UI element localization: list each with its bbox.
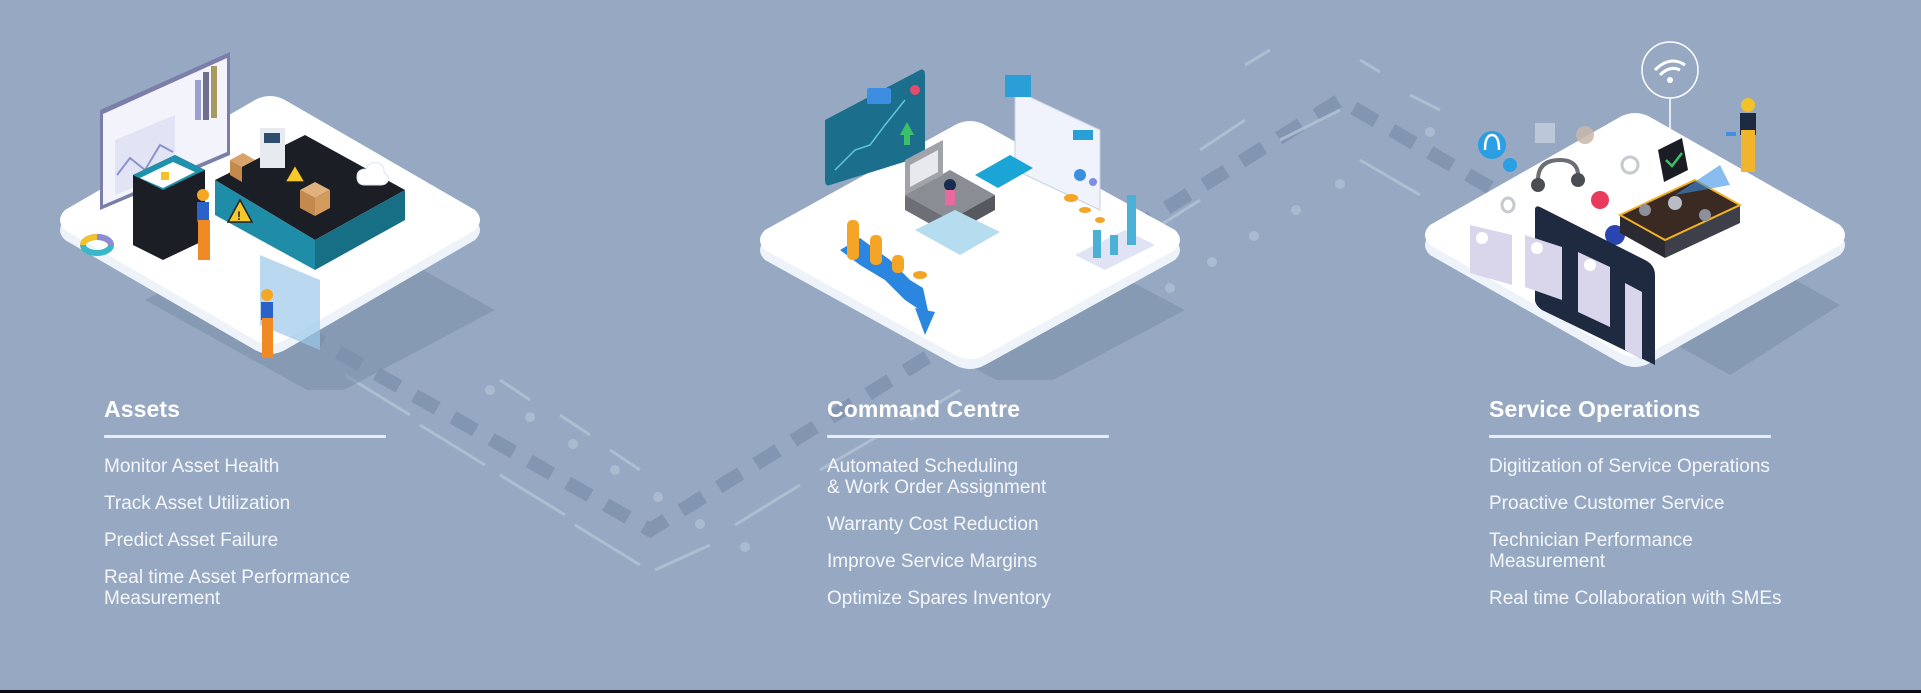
- title-divider: [104, 435, 386, 438]
- cost-reduction-arrow-icon: [840, 238, 935, 335]
- bar-chart-icon: [1075, 195, 1155, 270]
- feature-item: Improve Service Margins: [827, 551, 1038, 572]
- cloud-icon: [356, 162, 389, 186]
- feature-item: Monitor Asset Health: [104, 456, 280, 477]
- calculator-icon: [975, 155, 1033, 188]
- technician-profile-cards-icon: [1470, 206, 1655, 365]
- command-centre-illustration: [760, 69, 1185, 380]
- title-divider: [1489, 435, 1771, 438]
- svg-text:!: !: [237, 209, 241, 223]
- coin-stacks-icon: [847, 194, 1105, 279]
- service-operations-illustration: [1425, 41, 1845, 375]
- section-title: Assets: [104, 396, 181, 422]
- parts-conveyor-icon: [1617, 165, 1743, 258]
- checkmark-display-icon: [1658, 138, 1688, 182]
- feature-list: Monitor Asset Health Track Asset Utiliza…: [104, 456, 386, 609]
- feature-item: Predict Asset Failure: [104, 530, 279, 551]
- growth-dashboard-icon: [825, 69, 925, 186]
- feature-item: Proactive Customer Service: [1489, 493, 1725, 514]
- technician-figure-icon: [1726, 98, 1756, 172]
- donut-chart-icon: [80, 234, 114, 256]
- hologram-panel-icon: [260, 255, 320, 350]
- section-service-operations: Service Operations Digitization of Servi…: [1489, 395, 1782, 625]
- alert-chip-icon: [1591, 191, 1609, 209]
- feature-item: Real time Asset Performance Measurement: [104, 567, 351, 609]
- feature-item: Digitization of Service Operations: [1489, 456, 1770, 477]
- feature-item: Optimize Spares Inventory: [827, 588, 1051, 609]
- wifi-signal-icon: [1641, 41, 1699, 135]
- feature-item: Warranty Cost Reduction: [827, 514, 1039, 535]
- feature-item: Technician Performance Measurement: [1489, 530, 1693, 572]
- headset-support-icon: [1478, 131, 1585, 192]
- report-sheet-icon: [1005, 75, 1101, 211]
- section-command-centre: Command Centre Automated Scheduling & Wo…: [827, 395, 1109, 625]
- factory-assets-illustration: !: [60, 52, 495, 390]
- feature-item: Track Asset Utilization: [104, 493, 291, 514]
- feature-item: Real time Collaboration with SMEs: [1489, 588, 1782, 609]
- warning-icon: !: [226, 163, 307, 223]
- feature-item: Automated Scheduling & Work Order Assign…: [827, 456, 1047, 498]
- technician-figure-icon: [261, 289, 273, 358]
- control-cabinet-icon: [133, 155, 205, 260]
- section-title: Service Operations: [1489, 396, 1701, 422]
- title-divider: [827, 435, 1109, 438]
- feature-list: Digitization of Service Operations Proac…: [1489, 456, 1782, 609]
- bottom-edge: [0, 690, 1921, 693]
- feature-list: Automated Scheduling & Work Order Assign…: [827, 456, 1109, 609]
- section-title: Command Centre: [827, 396, 1021, 422]
- section-assets: Assets Monitor Asset Health Track Asset …: [104, 395, 386, 625]
- worker-figure-icon: [197, 189, 210, 260]
- analytics-board-icon: [100, 52, 230, 210]
